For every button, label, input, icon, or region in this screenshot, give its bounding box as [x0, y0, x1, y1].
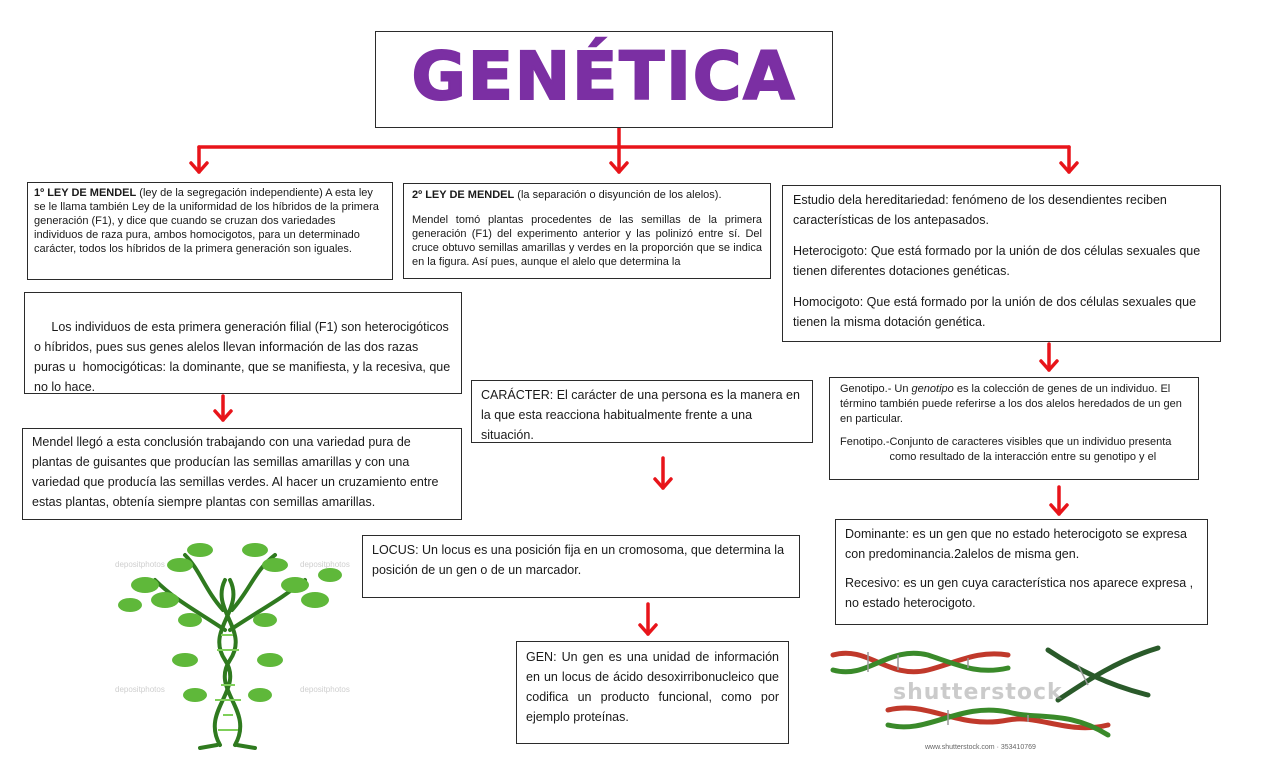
watermark-text: depositphotos [300, 560, 350, 569]
mendel-first-law-text: (ley de la segregación independiente) A … [34, 187, 379, 255]
gene-box: GEN: Un gen es una unidad de información… [516, 641, 789, 744]
arrow-to-locus-head [653, 477, 673, 490]
mendel-second-law-box: 2º LEY DE MENDEL (la separación o disyun… [403, 183, 771, 279]
arrow-to-law1-head [189, 161, 209, 174]
f1-generation-text: Los individuos de esta primera generació… [34, 320, 454, 394]
title-box: GENÉTICA [375, 31, 833, 128]
dna-helix-icon [830, 645, 1161, 738]
watermark-text: depositphotos [300, 685, 350, 694]
watermark-text: depositphotos [115, 685, 165, 694]
genotype-label: Genotipo.- Un [840, 383, 912, 395]
genotype-row: Genotipo.- Un genotipo es la colección d… [840, 382, 1188, 427]
dominant-definition: Dominante: es un gen que no estado heter… [845, 527, 1187, 561]
arrow-to-conclusion-head [213, 409, 233, 422]
arrow-to-gene-head [638, 623, 658, 636]
arrow-to-dominant-head [1049, 503, 1069, 516]
arrow-to-genotype-head [1039, 359, 1059, 372]
genotype-definition: es la colección de genes de un individuo… [840, 383, 1182, 425]
phenotype-row: Fenotipo.- Conjunto de caracteres visibl… [840, 435, 1188, 465]
mendel-conclusion-box: Mendel llegó a esta conclusión trabajand… [22, 428, 462, 520]
genotype-content: Genotipo.- Un genotipo es la colección d… [840, 382, 1188, 427]
genotype-term: genotipo [911, 383, 954, 395]
phenotype-label: Fenotipo.- [840, 436, 890, 448]
f1-generation-box: Los individuos de esta primera generació… [24, 292, 462, 394]
heterozygous-definition: Heterocigoto: Que está formado por la un… [793, 244, 1201, 278]
mendel-second-law-heading: 2º LEY DE MENDEL [412, 189, 515, 201]
gene-text: GEN: Un gen es una unidad de información… [526, 650, 779, 724]
phenotype-definition: Conjunto de caracteres visibles que un i… [889, 436, 1172, 463]
genotype-phenotype-box: Genotipo.- Un genotipo es la colección d… [829, 377, 1199, 480]
stock-watermark: shutterstock [893, 680, 1063, 705]
page-title: GENÉTICA [411, 37, 797, 116]
dna-tree-icon [118, 543, 342, 750]
heredity-definition: Estudio dela hereditariedad: fenómeno de… [793, 193, 1167, 227]
watermark-text: depositphotos [115, 560, 165, 569]
recessive-definition: Recesivo: es un gen cuya característica … [845, 576, 1194, 610]
dna-helix-illustration: shutterstock www.shutterstock.com · 3534… [828, 640, 1168, 755]
mendel-first-law-heading: 1º LEY DE MENDEL [34, 187, 137, 199]
character-box: CARÁCTER: El carácter de una persona es … [471, 380, 813, 443]
homozygous-definition: Homocigoto: Que está formado por la unió… [793, 295, 1197, 329]
locus-text: LOCUS: Un locus es una posición fija en … [372, 543, 785, 577]
arrow-to-heredity-head [1059, 161, 1079, 174]
mendel-conclusion-text: Mendel llegó a esta conclusión trabajand… [32, 435, 439, 509]
heredity-definitions-box: Estudio dela hereditariedad: fenómeno de… [782, 185, 1221, 342]
mendel-second-law-body: Mendel tomó plantas procedentes de las s… [412, 214, 762, 268]
locus-box: LOCUS: Un locus es una posición fija en … [362, 535, 800, 598]
arrow-title-to-law2-head [609, 161, 629, 174]
stock-url: www.shutterstock.com · 353410769 [925, 744, 1036, 751]
dominant-recessive-box: Dominante: es un gen que no estado heter… [835, 519, 1208, 625]
dna-tree-illustration: depositphotos depositphotos depositphoto… [105, 540, 360, 750]
character-text: CARÁCTER: El carácter de una persona es … [481, 388, 800, 442]
mendel-second-law-subtitle: (la separación o disyunción de los alelo… [514, 189, 722, 201]
mendel-first-law-box: 1º LEY DE MENDEL (ley de la segregación … [27, 182, 393, 280]
